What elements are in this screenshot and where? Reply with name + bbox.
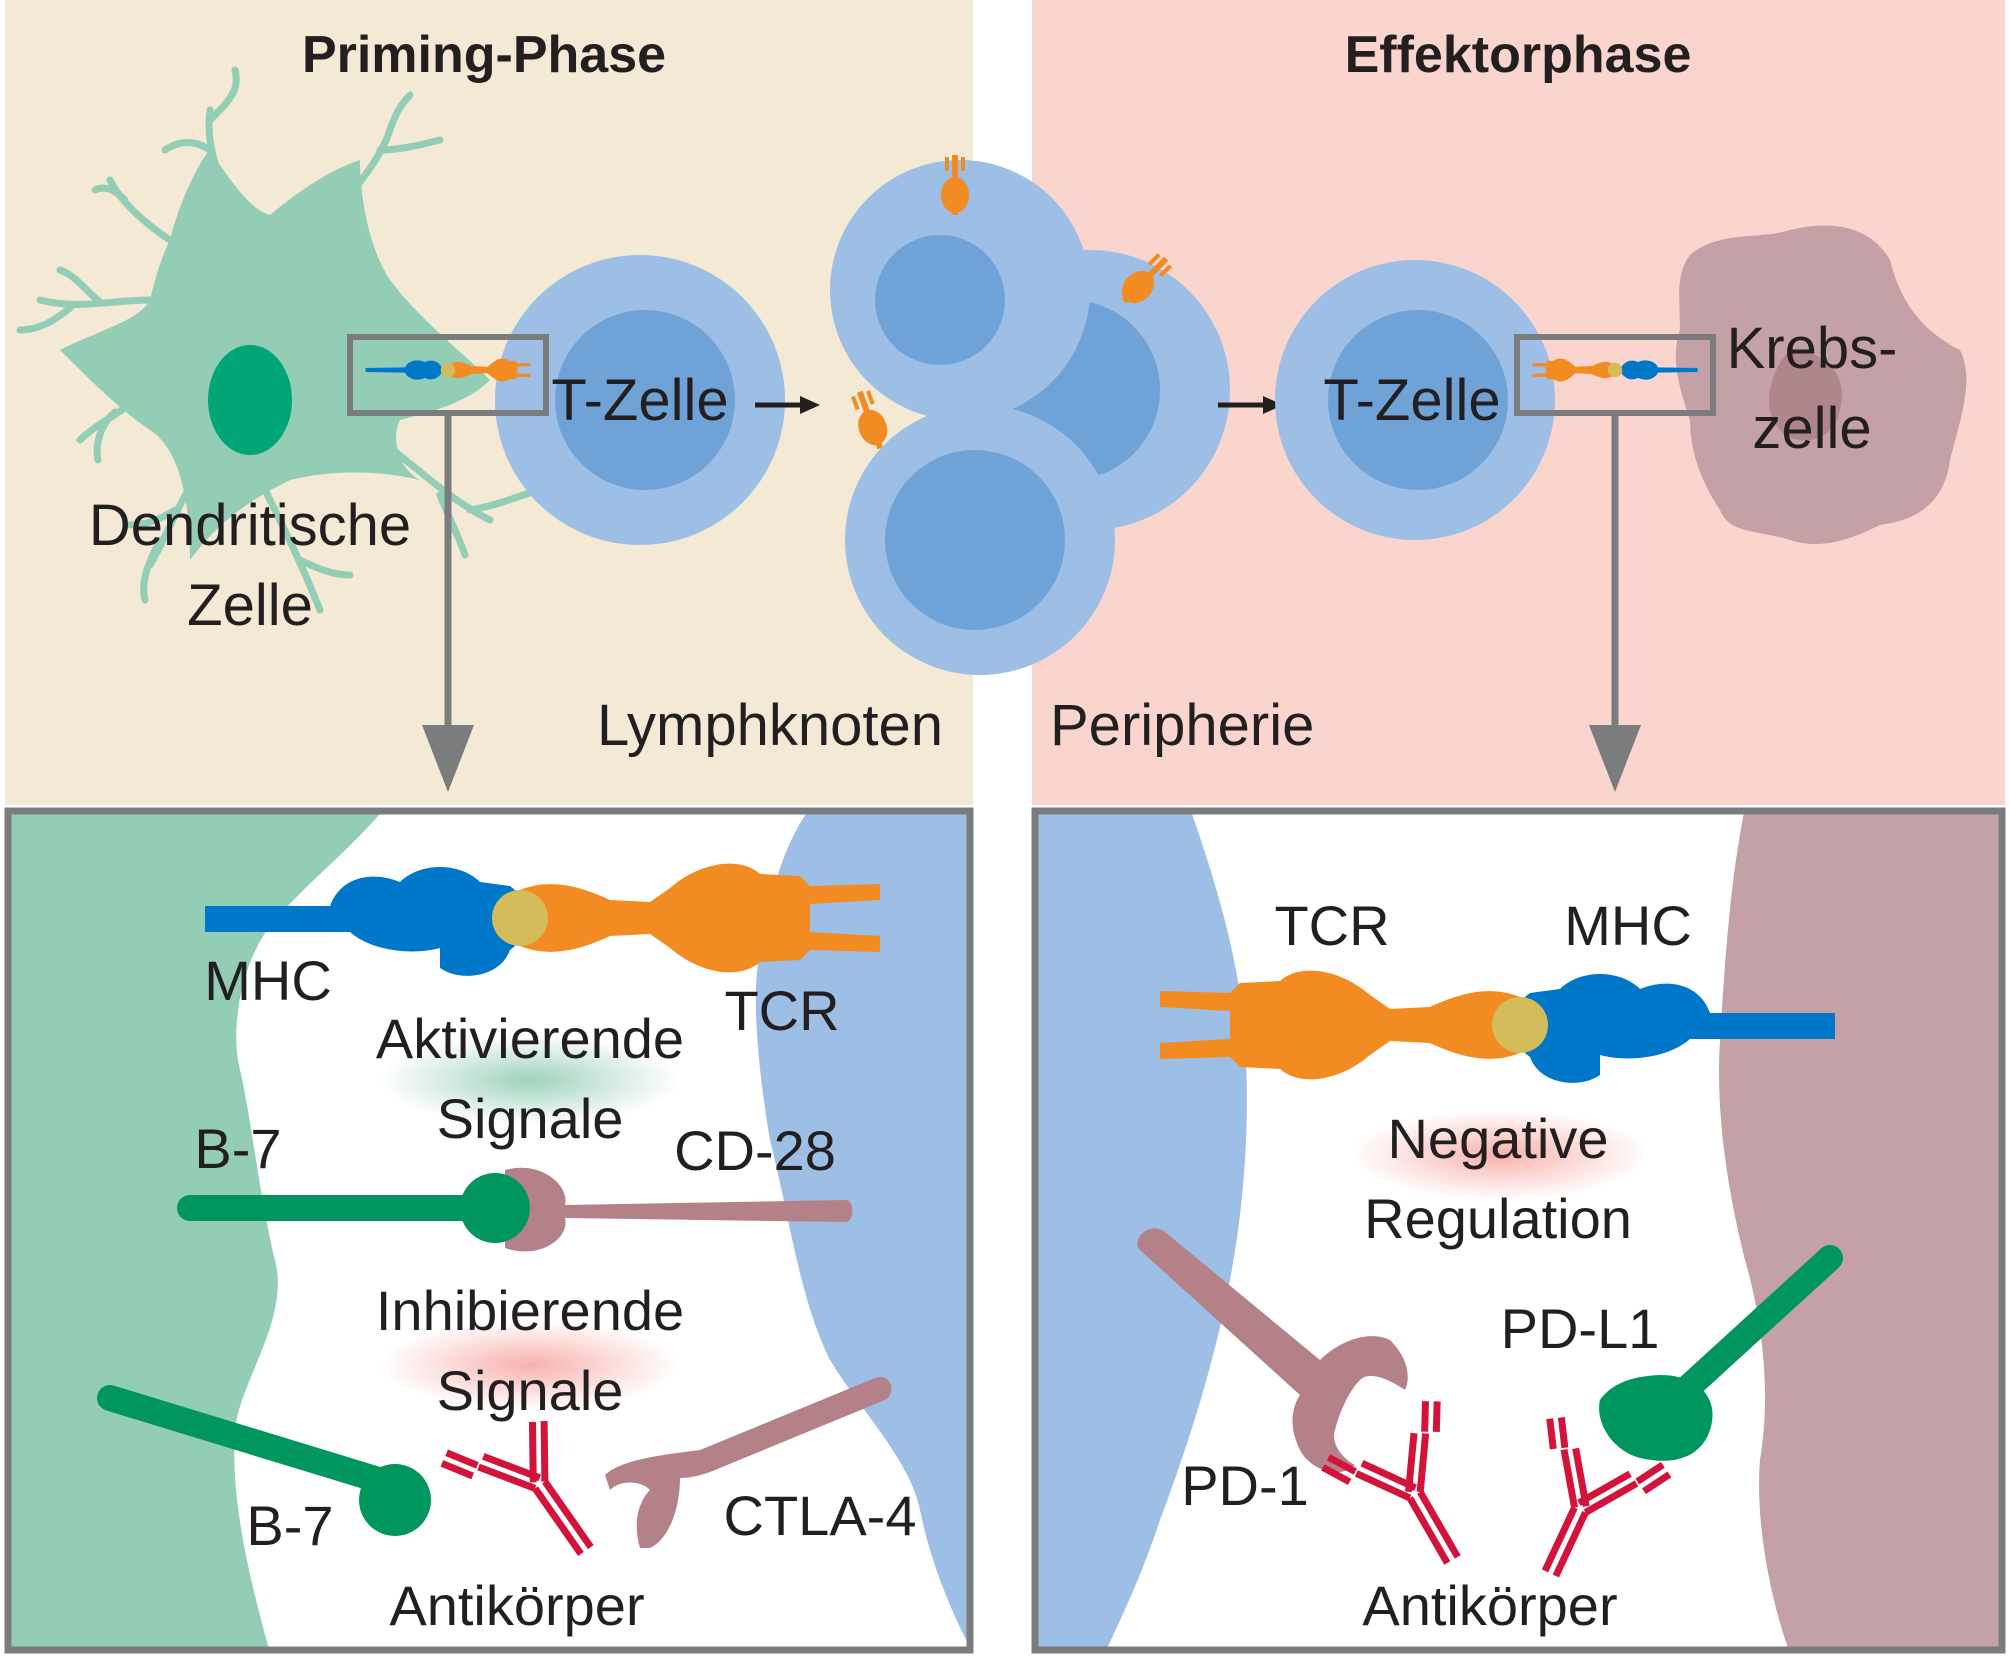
mhc-label-right: MHC: [1564, 894, 1692, 957]
priming-phase-title: Priming-Phase: [302, 26, 666, 84]
mhc-tcr-complex-left: [205, 863, 880, 976]
inhibiting-signals-line2: Signale: [437, 1359, 624, 1422]
cd28-label: CD-28: [674, 1119, 836, 1182]
dendritic-cell-label-line1: Dendritische: [89, 493, 411, 558]
dendritic-nucleus: [208, 345, 292, 455]
dendritic-cell-label-line2: Zelle: [187, 573, 313, 638]
cancer-cell-label-line2: zelle: [1752, 396, 1871, 461]
pd1-receptor: [1137, 1228, 1408, 1473]
mini-mhc-tcr-left: [365, 358, 531, 382]
t-cell-right: [1275, 260, 1555, 540]
activating-signals-line2: Signale: [437, 1087, 624, 1150]
effector-phase-title: Effektorphase: [1345, 26, 1692, 84]
t-cell-membrane: [755, 808, 973, 1653]
lymph-node-label: Lymphknoten: [597, 693, 943, 758]
t-cell-left: [495, 255, 785, 545]
cancer-cell-label-line1: Krebs-: [1727, 316, 1898, 381]
activating-signals-line1: Aktivierende: [376, 1007, 684, 1070]
tcr-label-right: TCR: [1274, 894, 1389, 957]
right-detail-panel: [1031, 807, 2006, 1654]
pd1-label: PD-1: [1181, 1454, 1309, 1517]
inhibiting-signals-line1: Inhibierende: [376, 1279, 684, 1342]
antibody-left: [440, 1421, 594, 1556]
dendritic-cell: [16, 66, 544, 614]
t-cell-membrane-right: [1032, 808, 1247, 1653]
zoom-arrow-left: [422, 725, 474, 792]
tcr-mhc-complex-right: [1160, 970, 1835, 1083]
negative-regulation-line1: Negative: [1387, 1107, 1608, 1170]
antibody-label-right: Antikörper: [1362, 1574, 1617, 1637]
zoom-arrow-right: [1589, 725, 1641, 792]
tcr-label-left: TCR: [724, 979, 839, 1042]
b7-label-bottom: B-7: [246, 1494, 333, 1557]
b7-bottom: [97, 1385, 431, 1536]
antibody-right-2: [1541, 1417, 1672, 1578]
antibody-right-1: [1321, 1401, 1461, 1565]
mini-mhc-tcr-right: [1532, 358, 1698, 382]
t-cell-left-label: T-Zelle: [551, 368, 728, 433]
pdl1-label: PD-L1: [1501, 1297, 1660, 1360]
proliferating-t-cells: [830, 155, 1230, 675]
b7-cd28-pair: [177, 1167, 853, 1252]
cancer-cell: [1675, 225, 1967, 545]
dendritic-membrane: [5, 808, 385, 1653]
negative-regulation-line2: Regulation: [1364, 1187, 1632, 1250]
b7-label-top: B-7: [194, 1117, 281, 1180]
ctla4-receptor: [605, 1376, 892, 1548]
antibody-label-left: Antikörper: [389, 1574, 644, 1637]
t-cell-right-label: T-Zelle: [1323, 368, 1500, 433]
mhc-label-left: MHC: [204, 949, 332, 1012]
ctla4-label: CTLA-4: [724, 1484, 917, 1547]
pdl1-ligand: [1599, 1245, 1843, 1461]
mini-tcr-glyphs: [851, 155, 1172, 450]
cancer-membrane: [1719, 808, 2005, 1653]
periphery-label: Peripherie: [1050, 693, 1314, 758]
